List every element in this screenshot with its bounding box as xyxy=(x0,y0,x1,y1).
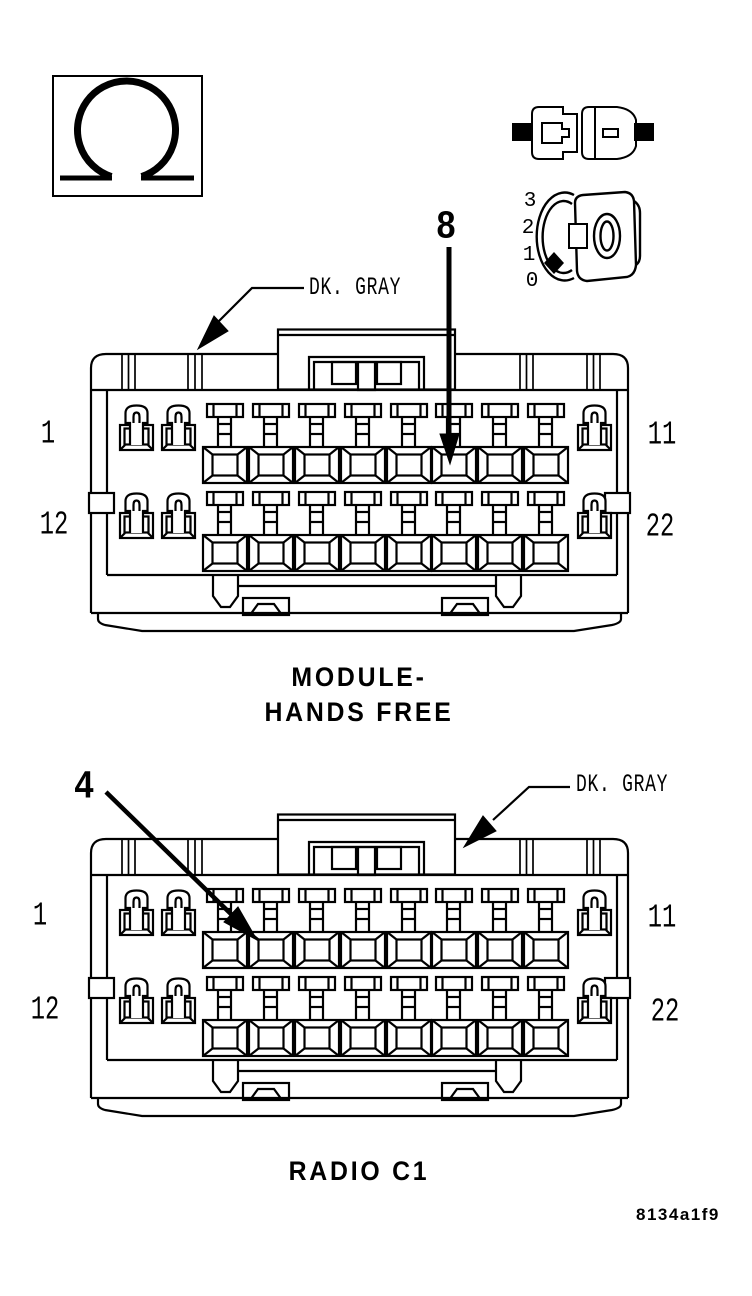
dial-pointer-marker xyxy=(544,252,564,274)
dial-position-label: 3 xyxy=(524,190,537,213)
caption-module-line2: HANDS FREE xyxy=(264,697,454,727)
switch-position-dial-icon: 3 2 1 0 xyxy=(522,190,642,293)
dial-position-label: 0 xyxy=(526,270,539,293)
pin-label-12: 12 xyxy=(30,991,60,1029)
dial-position-label: 1 xyxy=(523,244,536,267)
pin-8-arrow xyxy=(439,247,460,466)
pin-label-22: 22 xyxy=(650,993,680,1031)
pin-label-11: 11 xyxy=(647,899,677,937)
dk-gray-leader-2 xyxy=(462,785,570,849)
ohm-icon xyxy=(60,77,194,181)
pin-4-arrow xyxy=(104,790,259,942)
pin-label-12: 12 xyxy=(39,506,69,544)
disconnect-connector-icon xyxy=(512,106,654,160)
pin-label-11: 11 xyxy=(647,416,677,454)
pin-label-1: 1 xyxy=(40,415,56,453)
color-label-dk-gray-2: DK. GRAY xyxy=(576,770,669,799)
dk-gray-leader-1 xyxy=(196,286,304,351)
caption-radio-c1: RADIO C1 xyxy=(288,1156,430,1186)
pin-label-1: 1 xyxy=(32,897,48,935)
pin-highlight-label-8: 8 xyxy=(436,204,456,247)
pin-highlight-label-4: 4 xyxy=(74,764,94,807)
dial-position-label: 2 xyxy=(522,217,535,240)
color-label-dk-gray-1: DK. GRAY xyxy=(309,273,402,302)
ohmmeter-symbol-box xyxy=(52,75,203,197)
caption-module-line1: MODULE- xyxy=(291,662,427,692)
figure-code: 8134a1f9 xyxy=(636,1205,720,1224)
pin-label-22: 22 xyxy=(645,508,675,546)
